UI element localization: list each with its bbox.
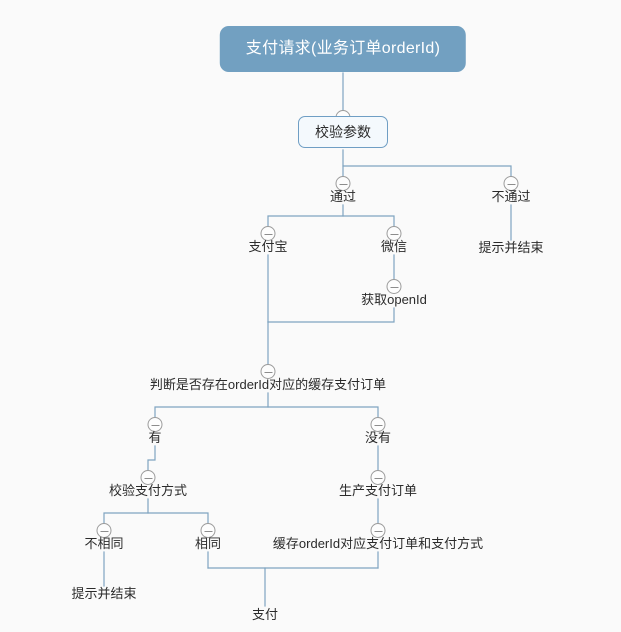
node-pay[interactable]: 支付 — [251, 607, 279, 622]
edge-check_method-to-same — [147, 512, 209, 524]
node-cache_order[interactable]: 缓存orderId对应支付订单和支付方式 — [272, 536, 484, 551]
edge-pass-to-split2 — [267, 204, 344, 227]
node-wechat[interactable]: 微信 — [380, 239, 408, 254]
node-check_cache[interactable]: 判断是否存在orderId对应的缓存支付订单 — [149, 377, 387, 392]
edge-check_method-to-not_same — [103, 498, 149, 524]
collapse-minus-icon[interactable] — [140, 470, 156, 485]
node-none[interactable]: 没有 — [364, 430, 392, 445]
edge-validate-to-split1 — [342, 149, 512, 177]
edge-split2-to-wechat — [342, 215, 395, 227]
collapse-minus-icon[interactable] — [335, 176, 351, 191]
collapse-minus-icon[interactable] — [260, 364, 276, 379]
collapse-minus-icon[interactable] — [370, 523, 386, 538]
edge-get_openid-to-merge1 — [267, 307, 395, 323]
collapse-minus-icon[interactable] — [370, 470, 386, 485]
collapse-minus-icon[interactable] — [386, 226, 402, 241]
collapse-minus-icon[interactable] — [503, 176, 519, 191]
collapse-minus-icon[interactable] — [200, 523, 216, 538]
node-get_openid[interactable]: 获取openId — [361, 292, 427, 307]
node-fail_end[interactable]: 提示并结束 — [478, 240, 544, 255]
edge-has-to-check_method — [147, 445, 156, 471]
node-has[interactable]: 有 — [148, 430, 162, 445]
node-validate[interactable]: 校验参数 — [298, 116, 388, 148]
collapse-minus-icon[interactable] — [370, 417, 386, 432]
node-fail[interactable]: 不通过 — [491, 189, 531, 204]
node-notsame_end[interactable]: 提示并结束 — [71, 586, 137, 601]
node-same[interactable]: 相同 — [194, 536, 222, 551]
edge-check_cache-to-has — [154, 392, 269, 418]
node-pass[interactable]: 通过 — [329, 189, 357, 204]
node-alipay[interactable]: 支付宝 — [248, 239, 288, 254]
node-create_order[interactable]: 生产支付订单 — [338, 483, 418, 498]
node-root[interactable]: 支付请求(业务订单orderId) — [219, 26, 467, 72]
node-check_method[interactable]: 校验支付方式 — [108, 483, 188, 498]
node-not_same[interactable]: 不相同 — [84, 536, 124, 551]
collapse-minus-icon[interactable] — [147, 417, 163, 432]
collapse-minus-icon[interactable] — [260, 226, 276, 241]
collapse-minus-icon[interactable] — [386, 279, 402, 294]
edge-check_cache-to-none — [267, 406, 379, 418]
collapse-minus-icon[interactable] — [96, 523, 112, 538]
